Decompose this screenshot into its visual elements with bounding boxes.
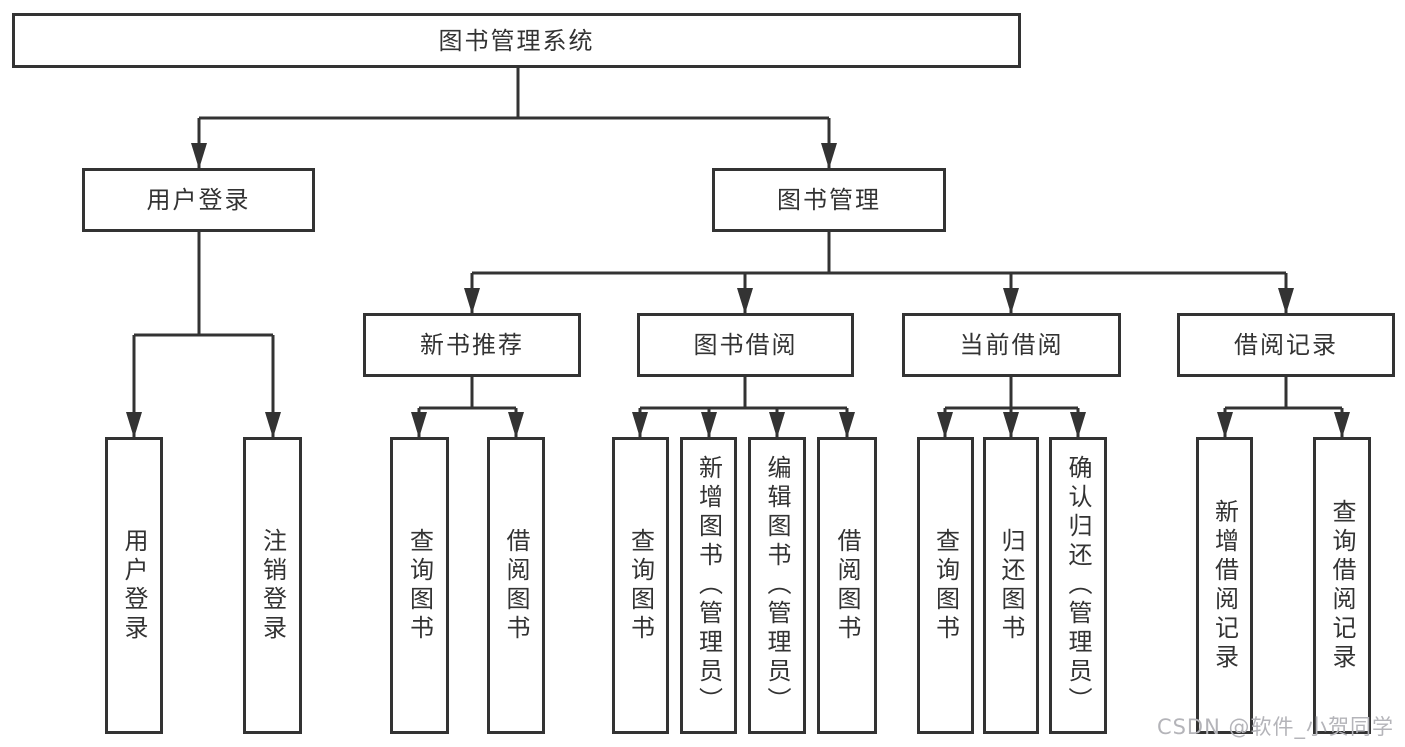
node-label: 用户登录: [146, 186, 251, 214]
leaf-label: 注销登录: [258, 527, 287, 644]
node-label: 当前借阅: [959, 331, 1064, 359]
node-user-login: 用户登录: [82, 168, 315, 232]
node-label: 图书借阅: [693, 331, 798, 359]
node-label: 借阅记录: [1234, 331, 1338, 359]
leaf-current-query-books: 查询图书: [917, 437, 974, 734]
leaf-borrowing-borrow-books: 借阅图书: [817, 437, 877, 734]
node-label: 图书管理: [777, 186, 881, 214]
leaf-current-return-books: 归还图书: [983, 437, 1039, 734]
leaf-label: 归还图书: [997, 527, 1025, 644]
leaf-logout: 注销登录: [243, 437, 302, 734]
node-label: 新书推荐: [420, 331, 524, 359]
leaf-label: 查询图书: [931, 527, 960, 644]
leaf-label: 编辑图书（管理员）: [763, 455, 791, 716]
leaf-current-confirm-return-admin: 确认归还（管理员）: [1049, 437, 1107, 734]
leaf-newbooks-query-books: 查询图书: [390, 437, 449, 734]
leaf-label: 查询借阅记录: [1328, 498, 1356, 673]
node-current-borrowing: 当前借阅: [902, 313, 1121, 377]
leaf-label: 查询图书: [405, 527, 434, 644]
leaf-label: 新增借阅记录: [1210, 498, 1239, 673]
node-book-management: 图书管理: [712, 168, 946, 232]
node-borrowing-records: 借阅记录: [1177, 313, 1395, 377]
leaf-user-login: 用户登录: [105, 437, 163, 734]
leaf-label: 用户登录: [120, 527, 148, 644]
leaf-label: 借阅图书: [833, 527, 861, 644]
leaf-label: 借阅图书: [502, 527, 530, 644]
leaf-newbooks-borrow-books: 借阅图书: [487, 437, 545, 734]
node-book-borrowing: 图书借阅: [637, 313, 854, 377]
node-library-management-system: 图书管理系统: [12, 13, 1021, 68]
node-new-book-recommendation: 新书推荐: [363, 313, 581, 377]
leaf-borrowing-query-books: 查询图书: [612, 437, 669, 734]
leaf-label: 确认归还（管理员）: [1064, 455, 1092, 716]
csdn-watermark: CSDN @软件_小贺同学: [1156, 715, 1394, 739]
leaf-label: 查询图书: [626, 527, 655, 644]
tree-brackets: [134, 66, 1342, 410]
node-label: 图书管理系统: [438, 26, 595, 55]
leaf-records-add-borrow-record: 新增借阅记录: [1196, 437, 1253, 734]
leaf-borrowing-edit-books-admin: 编辑图书（管理员）: [748, 437, 806, 734]
leaf-borrowing-add-books-admin: 新增图书（管理员）: [680, 437, 737, 734]
leaf-records-query-borrow-record: 查询借阅记录: [1313, 437, 1371, 734]
leaf-label: 新增图书（管理员）: [694, 455, 723, 716]
